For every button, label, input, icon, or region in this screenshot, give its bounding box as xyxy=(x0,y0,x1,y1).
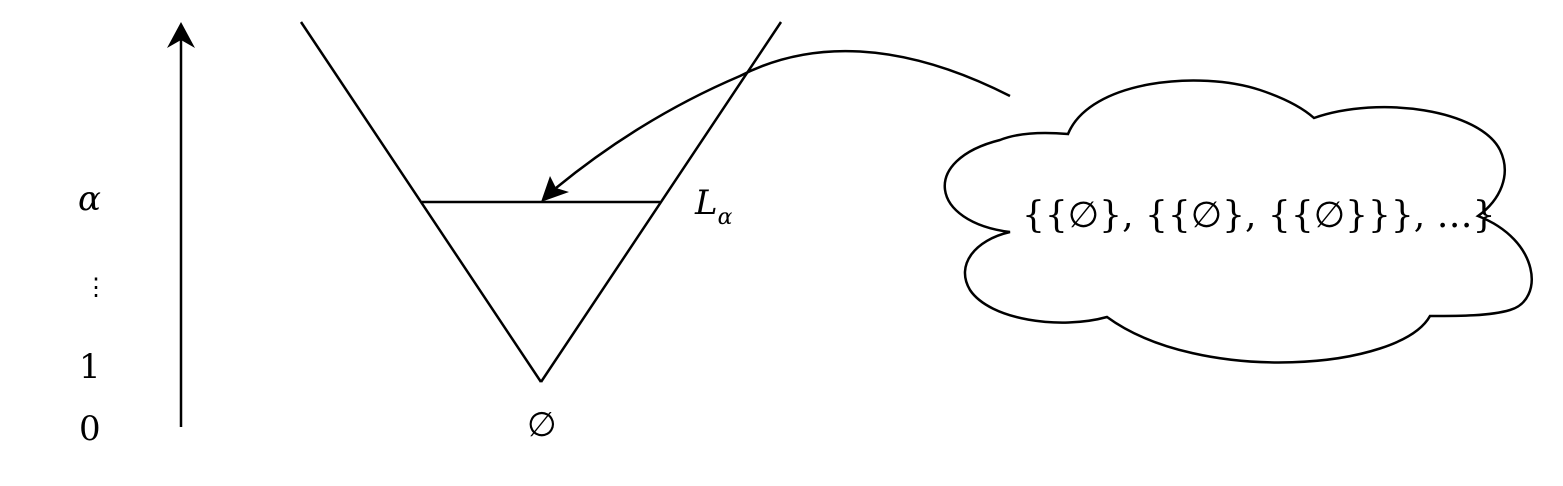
axis-label-alpha: α xyxy=(78,179,101,219)
empty-set-label: ∅ xyxy=(527,405,557,445)
axis-label-zero: 0 xyxy=(79,409,101,449)
cloud-set-text: {{∅}, {{∅}, {{∅}}}, …} xyxy=(1022,195,1496,236)
axis-arrowhead xyxy=(167,22,195,48)
curved-arrow-path xyxy=(555,49,1011,189)
axis-label-one: 1 xyxy=(79,347,101,387)
level-label: Lα xyxy=(695,183,732,229)
level-label-main: L xyxy=(695,183,718,223)
axis-label-dots: ⋮ xyxy=(84,273,108,301)
level-label-subscript: α xyxy=(717,205,733,230)
ordinal-axis xyxy=(167,22,195,427)
cone-left-edge xyxy=(299,21,543,383)
curved-arrow xyxy=(541,49,1011,202)
cloud-shape xyxy=(943,79,1533,364)
cone-right-edge xyxy=(539,21,783,383)
curved-arrow-head xyxy=(541,176,569,202)
